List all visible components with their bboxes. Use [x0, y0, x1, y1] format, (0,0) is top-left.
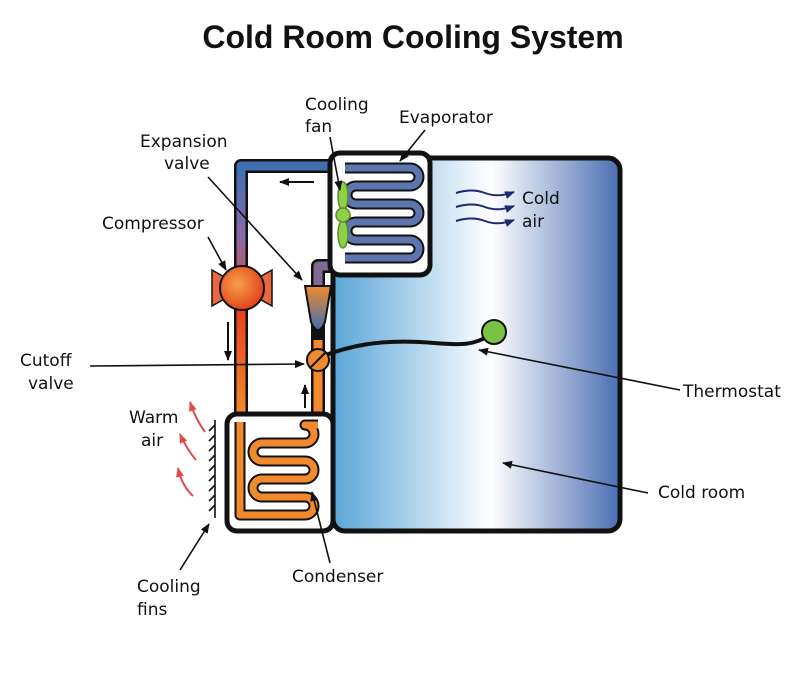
- label-thermostat: Thermostat: [682, 382, 781, 402]
- label-cooling-fins-1: Cooling: [137, 577, 201, 597]
- label-cooling-fan-1: Cooling: [305, 95, 369, 115]
- label-expansion-valve-2: valve: [164, 154, 210, 174]
- leader-evaporator: [399, 129, 426, 162]
- label-cold-room: Cold room: [658, 483, 745, 503]
- label-cold-air-1: Cold: [522, 189, 560, 209]
- label-evaporator: Evaporator: [399, 108, 493, 128]
- cooling-fan-icon: [335, 181, 351, 249]
- leader-expansion-valve: [207, 176, 303, 281]
- condenser-unit: [224, 411, 336, 534]
- label-condenser: Condenser: [292, 567, 383, 587]
- flow-arrows: [224, 178, 314, 408]
- label-warm-air-1: Warm: [129, 408, 178, 428]
- leader-thermostat: [478, 347, 681, 391]
- warm-air-arrows: [176, 401, 206, 497]
- leader-compressor: [207, 236, 227, 271]
- cooling-fins: [208, 420, 216, 518]
- leader-condenser: [310, 491, 331, 564]
- diagram-title: Cold Room Cooling System: [202, 19, 623, 55]
- label-cutoff-valve-2: valve: [28, 374, 74, 394]
- label-warm-air-2: air: [141, 431, 163, 451]
- leader-lines: [89, 129, 681, 571]
- label-cutoff-valve-1: Cutoff: [20, 351, 73, 371]
- cutoff-valve-icon: [306, 348, 330, 372]
- leader-cooling-fan: [329, 136, 343, 191]
- leader-cutoff-valve: [89, 360, 305, 369]
- label-compressor: Compressor: [102, 214, 204, 234]
- label-expansion-valve-1: Expansion: [140, 132, 228, 152]
- label-cooling-fins-2: fins: [137, 600, 167, 620]
- expansion-valve-icon: [303, 285, 333, 331]
- label-cold-air-2: air: [522, 212, 544, 232]
- thermostat-icon: [317, 319, 507, 360]
- leader-cooling-fins: [179, 523, 210, 571]
- evaporator-unit: [327, 150, 433, 278]
- leader-cold-room: [502, 460, 649, 494]
- label-cooling-fan-2: fan: [305, 117, 332, 137]
- cold-air-arrows: [455, 189, 515, 227]
- compressor-icon: [211, 265, 273, 311]
